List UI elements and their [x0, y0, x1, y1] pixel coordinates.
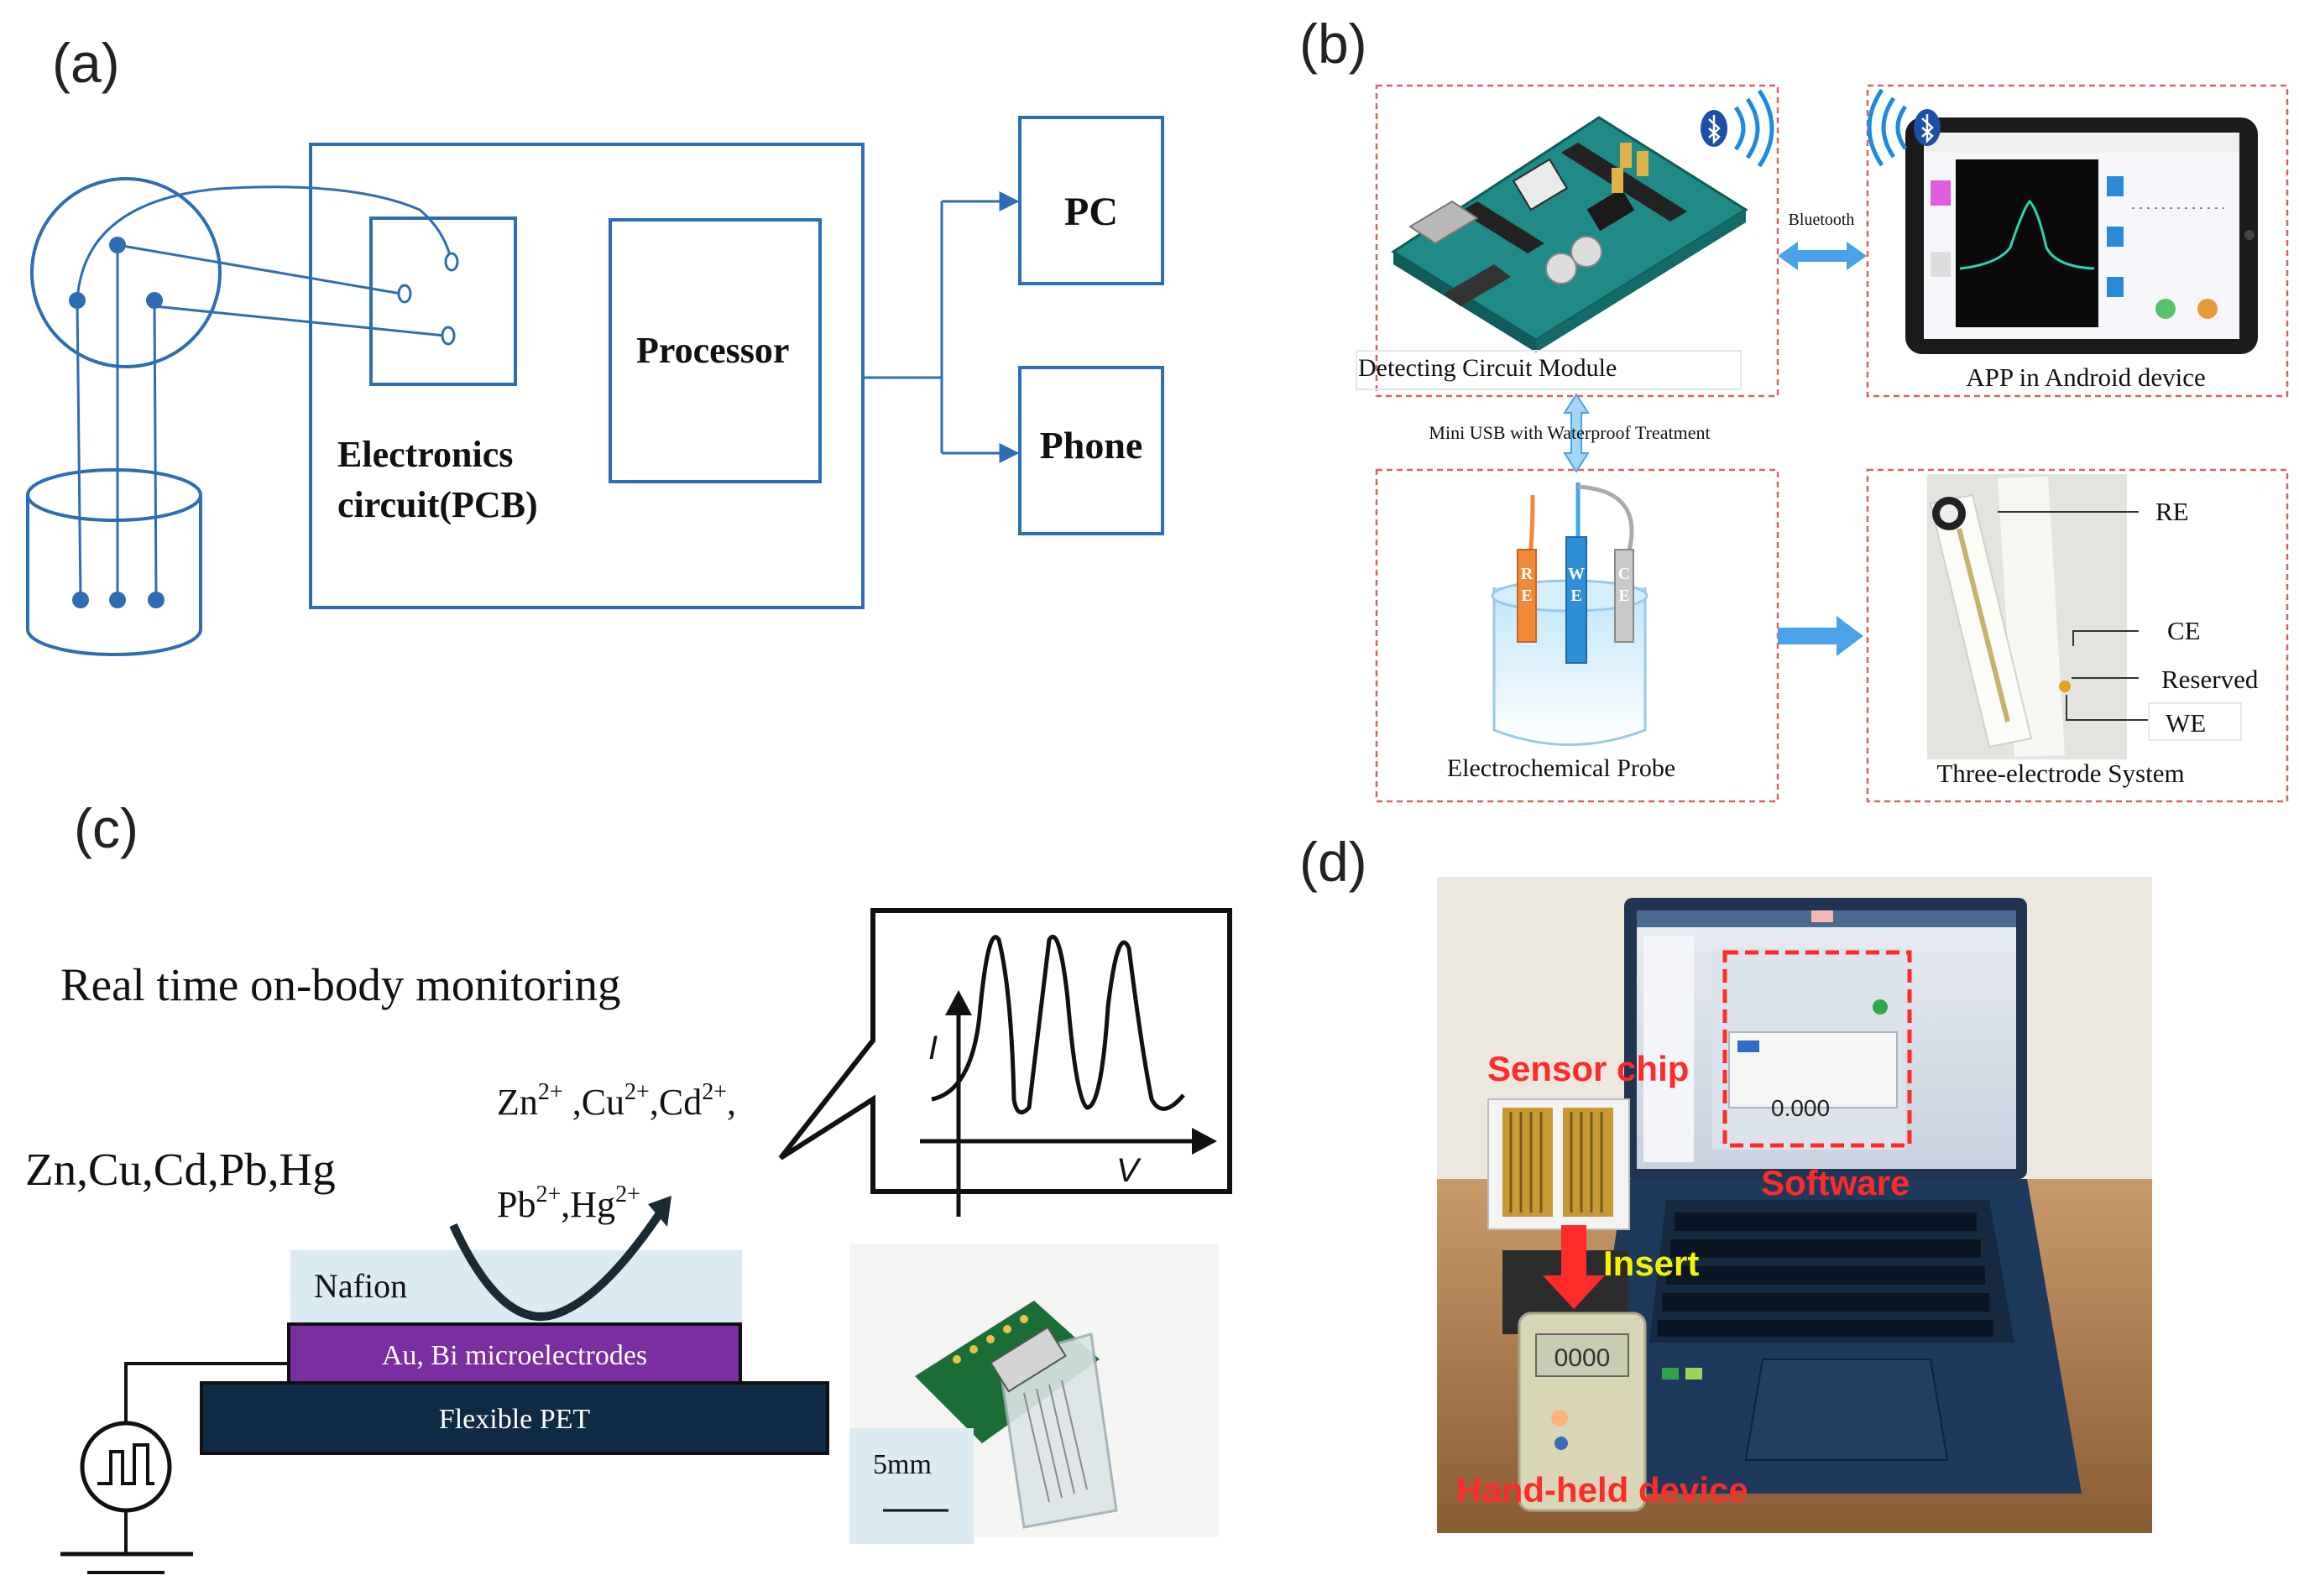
substrate-label: Flexible PET — [439, 1404, 591, 1435]
panel-d-tag: (d) — [1299, 831, 1367, 893]
monitoring-title: Real time on-body monitoring — [60, 959, 621, 1010]
frame-app — [1866, 84, 2289, 398]
sensor-chip-label: Sensor chip — [1487, 1049, 1689, 1088]
usb-label: Mini USB with Waterproof Treatment — [1429, 422, 1710, 443]
processor-label: Processor — [636, 330, 789, 371]
electrode-letter: E — [1521, 587, 1532, 605]
bluetooth-link-arrow — [1778, 242, 1867, 270]
wire — [76, 300, 82, 601]
panel-a-tag: (a) — [52, 32, 120, 94]
wire — [117, 243, 402, 295]
bluetooth-icon — [1867, 88, 1941, 167]
device-display: 0000 — [1554, 1344, 1611, 1372]
three-electrode-label: Three-electrode System — [1936, 759, 2184, 788]
ions-line-2: Pb2+,Hg2+ — [497, 1181, 640, 1225]
sample-cylinder-body — [26, 495, 202, 656]
ions-line-1: Zn2+ ,Cu2+,Cd2+, — [497, 1079, 736, 1123]
hand-held-label: Hand-held device — [1456, 1470, 1748, 1510]
bluetooth-icon — [1701, 89, 1774, 168]
electrode-letter: C — [1618, 565, 1630, 583]
sample-cylinder-top — [26, 468, 202, 522]
circuit-caption-box — [1356, 350, 1742, 390]
panel-b-tag: (b) — [1299, 13, 1367, 75]
pcb-label: Electronics — [337, 434, 513, 475]
panel-c: (c) Real time on-body monitoring Zn,Cu,C… — [25, 797, 1232, 1574]
insert-arrow — [1543, 1225, 1605, 1309]
probe-to-system-arrow — [1778, 616, 1863, 656]
insert-label: Insert — [1603, 1244, 1699, 1283]
screen-value: 0.000 — [1771, 1095, 1830, 1121]
electrode-letter: E — [1570, 587, 1581, 605]
connector-pin — [397, 284, 412, 304]
usb-link-arrow — [1563, 393, 1590, 473]
we-label-box — [2148, 702, 2242, 741]
frame-three-electrode — [1866, 468, 2289, 803]
pcb-box — [309, 143, 865, 609]
electrode-wire — [124, 1362, 289, 1426]
electrode-letter: R — [1521, 565, 1534, 583]
connector-pin — [444, 252, 459, 272]
pulse-waveform — [97, 1443, 154, 1485]
scale-bar-label: 5mm — [873, 1449, 932, 1480]
pet-substrate — [200, 1381, 829, 1455]
wire — [154, 305, 446, 337]
wire — [76, 185, 453, 301]
arduino-board — [1391, 116, 1748, 352]
leader-line — [2066, 695, 2149, 721]
we-label: WE — [2166, 708, 2206, 738]
panel-c-tag: (c) — [74, 797, 138, 859]
metals-label: Zn,Cu,Cd,Pb,Hg — [25, 1144, 336, 1195]
processor-box — [609, 218, 822, 483]
axis-i-label: I — [928, 1030, 938, 1067]
electrochemical-probe: R E W E C E — [1491, 482, 1648, 746]
panel-d: (d) 0.000 — [1299, 831, 2152, 1533]
phone-box — [1018, 366, 1164, 535]
pc-box — [1018, 116, 1164, 285]
reserved-label: Reserved — [2161, 665, 2259, 694]
three-electrode-photo — [1927, 474, 2127, 759]
connector-pin — [441, 326, 456, 346]
nafion-label: Nafion — [314, 1267, 407, 1305]
software-label: Software — [1761, 1163, 1910, 1202]
bluetooth-label: Bluetooth — [1789, 211, 1855, 229]
leader-line — [2072, 630, 2139, 646]
re-label: RE — [2155, 497, 2189, 526]
pulse-source-icon — [80, 1421, 172, 1513]
pcb-label: circuit(PCB) — [337, 484, 538, 525]
pc-label: PC — [1064, 190, 1118, 234]
ion-exchange-arrowhead — [648, 1196, 671, 1227]
ion-exchange-arrow — [449, 1206, 667, 1321]
panel-a: (a) Electronics circuit(PCB) Processor — [26, 32, 1164, 656]
software-highlight-box — [1722, 950, 1912, 1148]
sensor-head-circle — [30, 177, 222, 368]
phone-label: Phone — [1040, 424, 1143, 467]
sensor-chip — [1487, 1098, 1630, 1230]
electrode-letter: E — [1618, 587, 1629, 605]
axis-i-arrowhead — [945, 990, 972, 1015]
axis-v-arrowhead — [1192, 1128, 1217, 1155]
laptop: 0.000 — [1578, 898, 2082, 1494]
android-tablet — [1905, 117, 2258, 354]
scale-bar-box — [849, 1428, 974, 1544]
electrode-letter: W — [1568, 565, 1585, 583]
ce-label: CE — [2167, 616, 2201, 645]
app-label: APP in Android device — [1966, 362, 2206, 392]
axis-v-label: V — [1116, 1152, 1142, 1189]
circuit-module-label: Detecting Circuit Module — [1358, 354, 1617, 382]
probe-label: Electrochemical Probe — [1447, 754, 1675, 782]
hand-held-device: 0000 — [1502, 1250, 1647, 1512]
panel-b: (b) — [1299, 13, 2289, 803]
wire — [153, 300, 158, 601]
voltammogram-bubble — [778, 908, 1232, 1194]
microelectrode-label: Au, Bi microelectrodes — [382, 1340, 647, 1371]
pcb-connector — [369, 216, 517, 386]
stripping-peaks-curve — [931, 934, 1185, 1115]
